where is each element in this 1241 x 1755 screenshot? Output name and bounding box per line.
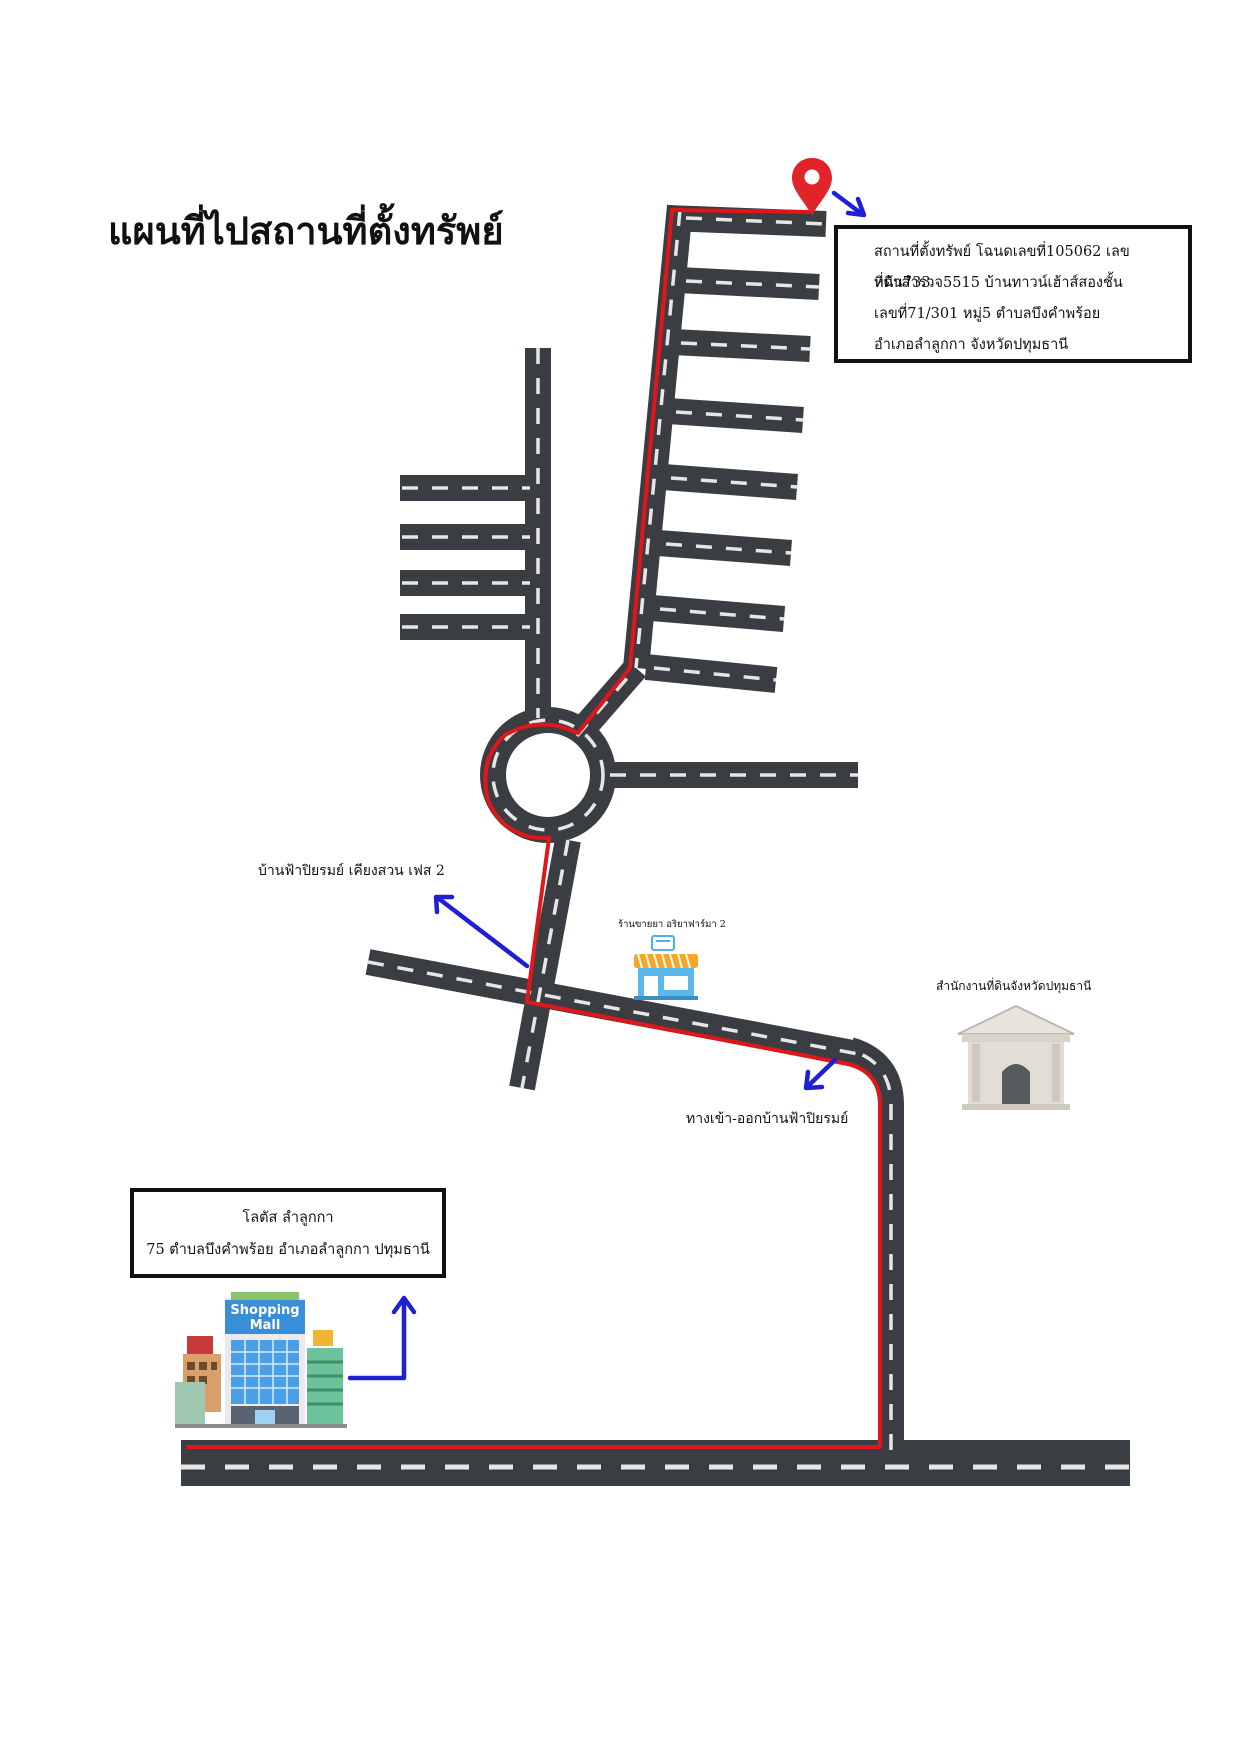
pharmacy-label: ร้านขายยา อริยาฟาร์มา 2: [618, 919, 726, 930]
map-pin-icon: [792, 158, 832, 216]
entrance-road: [845, 1037, 904, 1450]
mall-sign-line2: Mall: [250, 1318, 281, 1333]
arrow-to-lotus: [347, 1297, 407, 1381]
arrow-to-lotus-head: [391, 1295, 417, 1315]
entrance-label: ทางเข้า-ออกบ้านฟ้าปิยรมย์: [686, 1111, 849, 1127]
property-info-line: สถานที่ตั้งทรัพย์ โฉนดเลขที่105062 เลขที…: [874, 244, 1130, 291]
mall-sign-line1: Shopping: [230, 1303, 299, 1318]
shopping-mall-icon: Shopping Mall: [175, 1292, 347, 1428]
land-office-label: สำนักงานที่ดินจังหวัดปทุมธานี: [936, 979, 1092, 993]
government-building-icon: [957, 1004, 1075, 1110]
property-info-line: หน้าสำรวจ5515 บ้านทาวน์เฮ้าส์สองชั้น: [874, 275, 1123, 291]
lotus-name: โลตัส ลำลูกกา: [242, 1210, 334, 1226]
direction-arrows: [347, 190, 867, 1381]
lotus-info-box: โลตัส ลำลูกกา 75 ตำบลบึงคำพร้อย อำเภอลำล…: [130, 1188, 446, 1278]
property-info-box: สถานที่ตั้งทรัพย์ โฉนดเลขที่105062 เลขที…: [834, 225, 1192, 363]
pharmacy-shop-icon: [634, 935, 698, 1000]
arrow-to-property: [831, 190, 865, 217]
arrow-to-entrance: [805, 1057, 838, 1089]
route-line: [186, 208, 882, 1449]
arrow-to-property-head: [845, 196, 867, 218]
village-label: บ้านฟ้าปิยรมย์ เคียงสวน เฟส 2: [258, 863, 445, 879]
arrow-to-village-head: [433, 894, 455, 915]
arrow-to-village: [435, 895, 530, 969]
lotus-address: 75 ตำบลบึงคำพร้อย อำเภอลำลูกกา ปทุมธานี: [146, 1242, 430, 1258]
property-info-line: อำเภอลำลูกกา จังหวัดปทุมธานี: [874, 337, 1069, 353]
page-title: แผนที่ไปสถานที่ตั้งทรัพย์: [108, 209, 504, 253]
property-info-line: เลขที่71/301 หมู่5 ตำบลบึงคำพร้อย: [874, 306, 1101, 322]
arrow-to-entrance-head: [803, 1069, 825, 1091]
